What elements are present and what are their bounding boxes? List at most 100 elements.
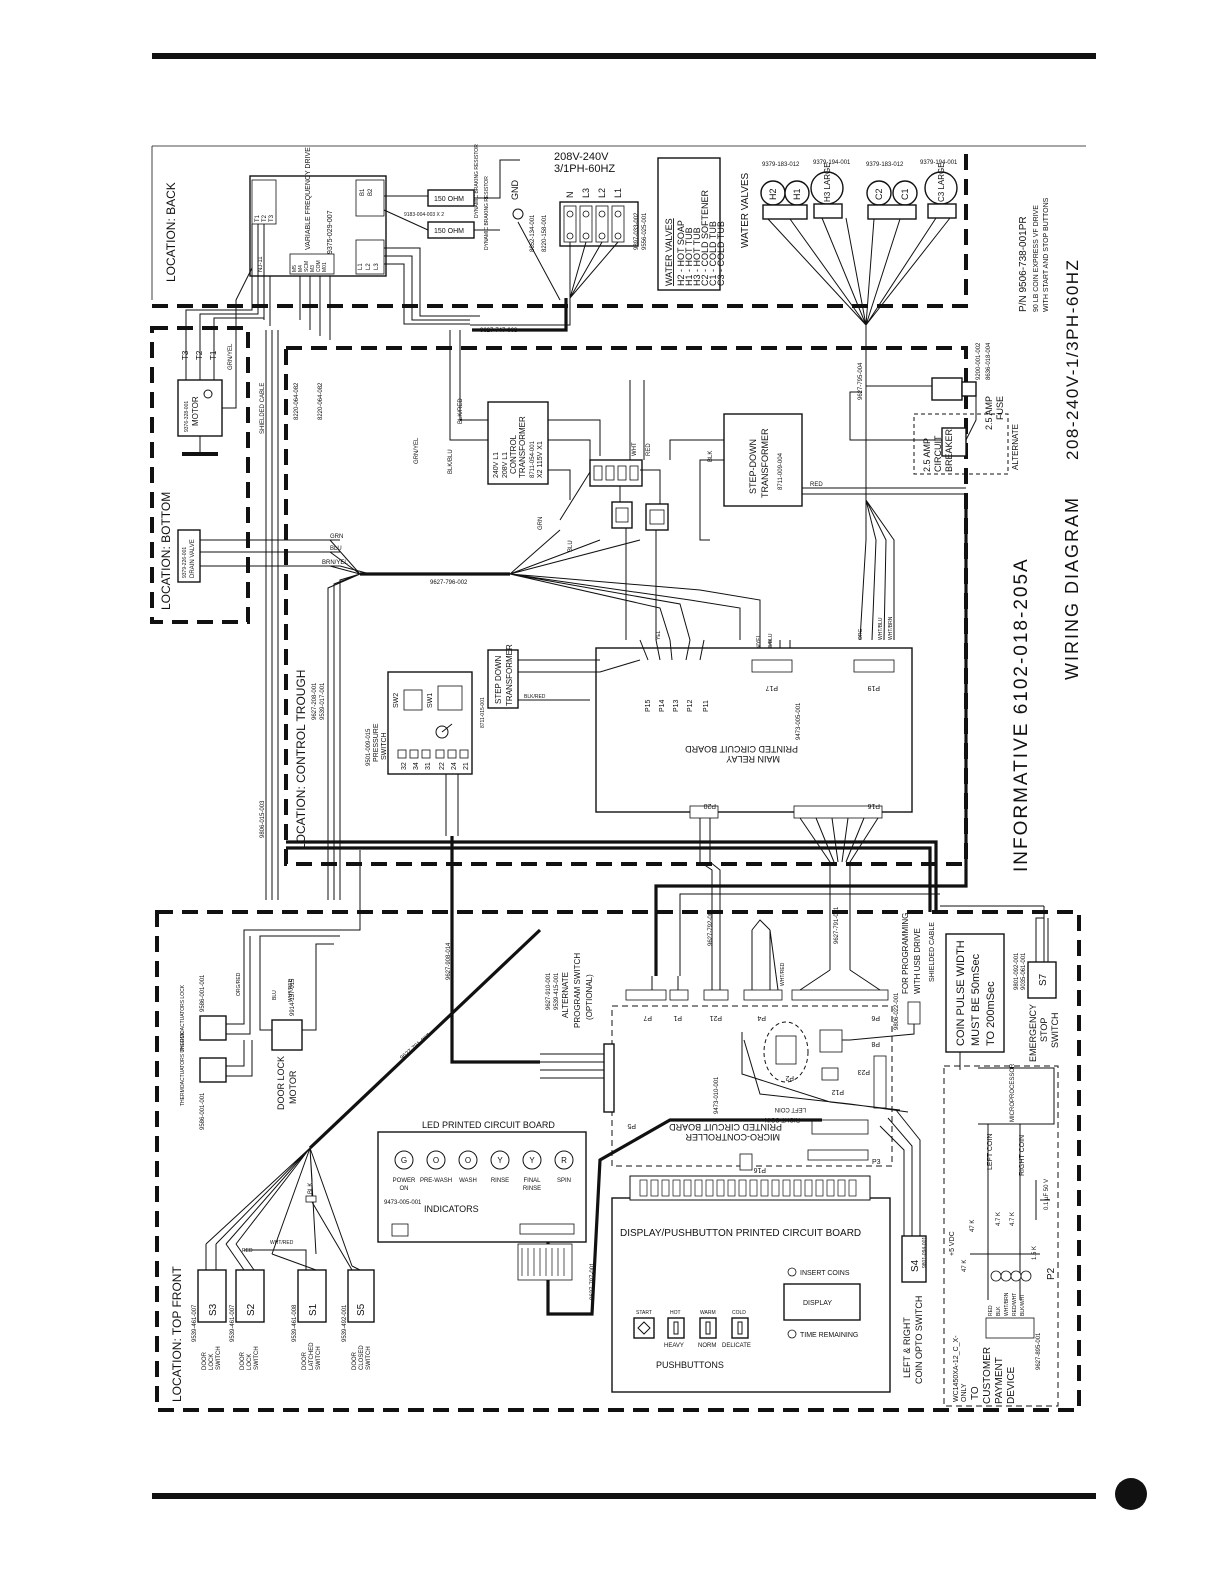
relay-connector-pins — [593, 465, 665, 525]
drain-valve-label: DRAIN VALVE — [190, 539, 196, 578]
wire-blk-2: BLK — [308, 1183, 314, 1194]
wire-org: ORG — [858, 629, 864, 641]
main-relay-board — [595, 647, 913, 813]
micro-p4: P4 — [757, 1014, 766, 1021]
alt-program-part-1: 9627-910-001 — [546, 972, 552, 1010]
wire-blk-red-2: BLK/RED — [524, 694, 546, 700]
mp-r2: 47 K — [962, 1260, 968, 1272]
mp-right-coin: RIGHT COIN — [1019, 1135, 1026, 1176]
led-2-icon — [426, 1150, 446, 1170]
drain-wire-brn-yel: BRN/YEL — [322, 560, 348, 566]
supply-part-a: 9897-033-002 — [634, 212, 640, 250]
time-remaining-led-icon — [787, 1329, 797, 1339]
micro-p23: P23 — [857, 1068, 870, 1075]
main-relay-line-0: MAIN RELAY — [726, 754, 780, 764]
programming-wire — [842, 1024, 915, 1041]
connector-pin — [771, 1179, 780, 1197]
led-6-letter: R — [561, 1156, 567, 1165]
motor-part: 9376-328-001 — [184, 401, 190, 432]
emergency-stop-switch — [1027, 961, 1057, 999]
harness-h6: 9627-908-014 — [446, 942, 452, 980]
micro-p2-outline — [763, 1021, 809, 1083]
switch-s2-id: S2 — [246, 1303, 257, 1316]
drain-valve-wires — [200, 539, 371, 575]
main-relay-headers — [689, 659, 895, 819]
led-2-label: PRE-WASH — [420, 1178, 452, 1184]
led-2-letter: O — [433, 1156, 439, 1165]
sds-part: 8711-015-001 — [480, 697, 486, 728]
cp-part: 9627-895-001 — [1036, 1332, 1042, 1370]
alt-program-wires — [540, 1053, 604, 1079]
mp-r4: 4.7 K — [1010, 1212, 1016, 1226]
supply-part-b: 9556-025-001 — [642, 212, 648, 250]
connector-pin — [738, 1179, 747, 1197]
coin-pulse-line-0: COIN PULSE WIDTH — [955, 940, 967, 1046]
cold-delicate-button[interactable] — [731, 1317, 749, 1339]
s5-line-0: DOOR — [352, 1351, 358, 1370]
valve-h3: H3 LARGE — [823, 162, 832, 202]
micro-p21: P21 — [709, 1014, 722, 1021]
supply-feed-wires — [470, 221, 619, 326]
vfd-port: NJ-11 — [258, 256, 264, 272]
valve-c1: C1 — [900, 188, 910, 200]
btn-cold-label: COLD — [732, 1310, 746, 1316]
led-1-letter: G — [401, 1156, 407, 1165]
step-down-small-box — [487, 649, 519, 709]
hot-heavy-button[interactable] — [667, 1317, 685, 1339]
led-board-part: 9473-005-001 — [384, 1200, 422, 1206]
terminal-n: N — [565, 192, 575, 199]
braking-wires — [383, 159, 520, 231]
s1-line-2: SWITCH — [316, 1346, 322, 1370]
water-valves-header: WATER VALVES — [664, 218, 674, 286]
opto-part: 9801-094-001 — [922, 1237, 928, 1268]
connector-pin — [694, 1179, 703, 1197]
connector-pin — [815, 1179, 824, 1197]
location-back: LOCATION: BACK — [164, 182, 178, 282]
display-board-title: DISPLAY/PUSHBUTTON PRINTED CIRCUIT BOARD — [620, 1228, 861, 1239]
ground-symbol-icon — [512, 208, 524, 220]
time-remaining-label: TIME REMAINING — [800, 1332, 858, 1339]
ct-line-4: X2 115V X1 — [537, 441, 544, 478]
connector-pin — [727, 1179, 736, 1197]
valve-legend-c3: C3 - COLD TUB — [716, 221, 726, 286]
wire-blu: BLU — [568, 540, 574, 552]
motor-box — [177, 379, 223, 437]
ct-line-3: TRANSFORMER — [518, 416, 527, 478]
micro-p6-block — [819, 1029, 843, 1053]
pressure-switch-needle — [441, 723, 453, 733]
connector-pin — [837, 1179, 846, 1197]
coin-pulse-note — [945, 933, 1005, 1053]
motor-ground-icon — [203, 389, 213, 399]
ct-line-0: 240V L1 — [493, 452, 500, 478]
s3-line-1: LOCK — [209, 1354, 215, 1370]
micro-p2: P2 — [785, 1074, 794, 1081]
region-bottom — [150, 326, 250, 624]
estop-line-2: SWITCH — [1050, 1013, 1060, 1049]
harness-h7: 9627-791-001 — [834, 906, 840, 944]
warm-norm-button[interactable] — [699, 1317, 717, 1339]
wire-blk-blu: BLK/BLU — [448, 449, 454, 474]
ct-line-2: CONTROL — [509, 434, 518, 474]
door-lock-wires — [226, 850, 361, 1077]
relay-port-p20: P20 — [703, 802, 716, 809]
sds-line-0: STEP DOWN — [494, 655, 503, 704]
drain-wire-grn: GRN — [330, 534, 343, 540]
thermo-lock-label: THERMOACTUATORS LOCK — [180, 984, 186, 1052]
gnd-part-2: 8220-158-001 — [542, 214, 548, 252]
switch-s5-id: S5 — [356, 1303, 367, 1316]
pressure-sw1: SW1 — [427, 693, 434, 708]
start-button[interactable] — [633, 1317, 655, 1339]
drain-valve-part: 9379-226-001 — [182, 547, 188, 578]
usb-programming-port — [907, 1001, 921, 1025]
relay-port-p16: P16 — [867, 802, 880, 809]
wire-wht-brn: WHT/BRN — [888, 616, 894, 640]
opto-id: S4 — [910, 1259, 921, 1272]
step-down-wires — [669, 439, 966, 541]
gnd-part: 8652-134-001 — [530, 214, 536, 252]
thermo-unlock-label: THERMOACTUATORS UNLOCK — [180, 1031, 186, 1106]
mp-r1: 47 K — [970, 1220, 976, 1232]
estop-wires — [1035, 917, 1049, 962]
micro-ribbon-header — [811, 1119, 869, 1135]
fuse-cap — [961, 381, 977, 397]
ps-t22: 22 — [439, 762, 446, 770]
